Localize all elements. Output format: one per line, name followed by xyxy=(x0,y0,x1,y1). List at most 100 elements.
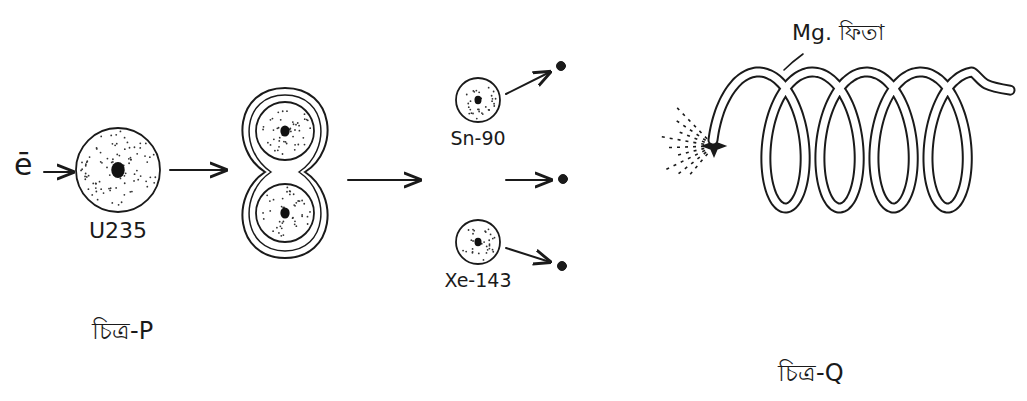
stipple-dot xyxy=(277,111,279,113)
stipple-dot xyxy=(100,188,102,190)
incoming-arrow xyxy=(44,171,73,173)
stipple-dot xyxy=(485,231,487,233)
stipple-dot xyxy=(118,204,120,206)
stipple-dot xyxy=(482,113,484,115)
stipple-dot xyxy=(273,199,275,201)
stipple-dot xyxy=(492,238,494,240)
stipple-dot xyxy=(86,176,88,178)
stipple-dot xyxy=(96,147,98,149)
stipple-dot xyxy=(493,91,495,93)
stipple-dot xyxy=(89,156,91,158)
stipple-dot xyxy=(488,239,490,241)
nucleus-node: U235 xyxy=(70,126,166,243)
light-ray xyxy=(677,148,704,155)
stipple-dot xyxy=(269,210,271,212)
stipple-dot xyxy=(115,187,117,189)
stipple-dot xyxy=(289,191,291,193)
nucleus-label: Xe-143 xyxy=(441,270,516,292)
stipple-dot xyxy=(293,204,295,206)
stipple-dot xyxy=(472,252,474,254)
nucleus-circle xyxy=(74,126,162,214)
nucleus-outline xyxy=(456,78,500,122)
stipple-dot xyxy=(278,146,280,148)
figure-label: চিত্র-Q xyxy=(778,360,844,388)
stipple-dot xyxy=(85,163,87,165)
neutron xyxy=(559,175,568,184)
stipple-dot xyxy=(266,194,268,196)
stipple-dot xyxy=(125,172,127,174)
nucleus-core xyxy=(280,125,289,136)
stipple-dot xyxy=(282,234,284,236)
nucleus-node: Sn-90 xyxy=(446,76,510,150)
stipple-dot xyxy=(153,182,155,184)
stipple-dot xyxy=(124,182,126,184)
stipple-dot xyxy=(307,216,309,218)
stipple-dot xyxy=(91,194,93,196)
nucleus-label: U235 xyxy=(70,218,166,243)
stipple-dot xyxy=(128,158,130,160)
stipple-dot xyxy=(303,203,305,205)
stipple-dot xyxy=(120,178,122,180)
stipple-dot xyxy=(490,234,492,236)
daughter-nucleus xyxy=(256,184,314,242)
stipple-dot xyxy=(274,150,276,152)
stipple-dot xyxy=(124,148,126,150)
neutron xyxy=(558,262,567,271)
stipple-dot xyxy=(472,233,474,235)
stipple-dot xyxy=(133,180,135,182)
stipple-dot xyxy=(128,162,130,164)
stipple-dot xyxy=(289,190,291,192)
stipple-dot xyxy=(278,127,280,129)
stipple-dot xyxy=(279,225,281,227)
stipple-dot xyxy=(95,182,97,184)
stipple-dot xyxy=(493,105,495,107)
stipple-dot xyxy=(483,241,485,243)
light-ray xyxy=(666,146,704,147)
fission-arrow xyxy=(170,169,226,171)
stipple-dot xyxy=(153,154,155,156)
stipple-dot xyxy=(470,100,472,102)
stipple-dot xyxy=(309,211,311,213)
stipple-dot xyxy=(116,154,118,156)
stipple-dot xyxy=(273,129,275,131)
light-ray xyxy=(662,150,705,171)
stipple-dot xyxy=(282,153,284,155)
stipple-dot xyxy=(295,124,297,126)
stipple-dot xyxy=(97,199,99,201)
stipple-dot xyxy=(478,253,480,255)
stipple-dot xyxy=(129,191,131,193)
stipple-dot xyxy=(281,206,283,208)
stipple-dot xyxy=(472,90,474,92)
stipple-dot xyxy=(282,110,284,112)
stipple-dot xyxy=(293,123,295,125)
stipple-dot xyxy=(99,181,101,183)
stipple-dot xyxy=(471,112,473,114)
stipple-dot xyxy=(109,174,111,176)
stipple-dot xyxy=(118,155,120,157)
stipple-dot xyxy=(103,192,105,194)
stipple-dot xyxy=(289,128,291,130)
stipple-dot xyxy=(292,136,294,138)
stipple-dot xyxy=(278,232,280,234)
stipple-dot xyxy=(129,147,131,149)
stipple-dot xyxy=(262,212,264,214)
stipple-dot xyxy=(294,205,296,207)
nucleus-circle xyxy=(454,218,502,266)
stipple-dot xyxy=(492,251,494,253)
stipple-dot xyxy=(486,252,488,254)
stipple-dot xyxy=(131,191,133,193)
stipple-dot xyxy=(292,121,294,123)
stipple-dot xyxy=(478,109,480,111)
particle-symbol: ē xyxy=(14,148,32,183)
stipple-dot xyxy=(489,245,491,247)
stipple-dot xyxy=(130,159,132,161)
stipple-dot xyxy=(280,119,282,121)
splitting-nucleus-inner xyxy=(249,95,321,251)
stipple-dot xyxy=(100,135,102,137)
stipple-dot xyxy=(277,149,279,151)
ribbon-coil xyxy=(713,72,1010,208)
stipple-dot xyxy=(112,158,114,160)
stipple-dot xyxy=(121,201,123,203)
stipple-dot xyxy=(110,187,112,189)
stipple-dot xyxy=(468,106,470,108)
